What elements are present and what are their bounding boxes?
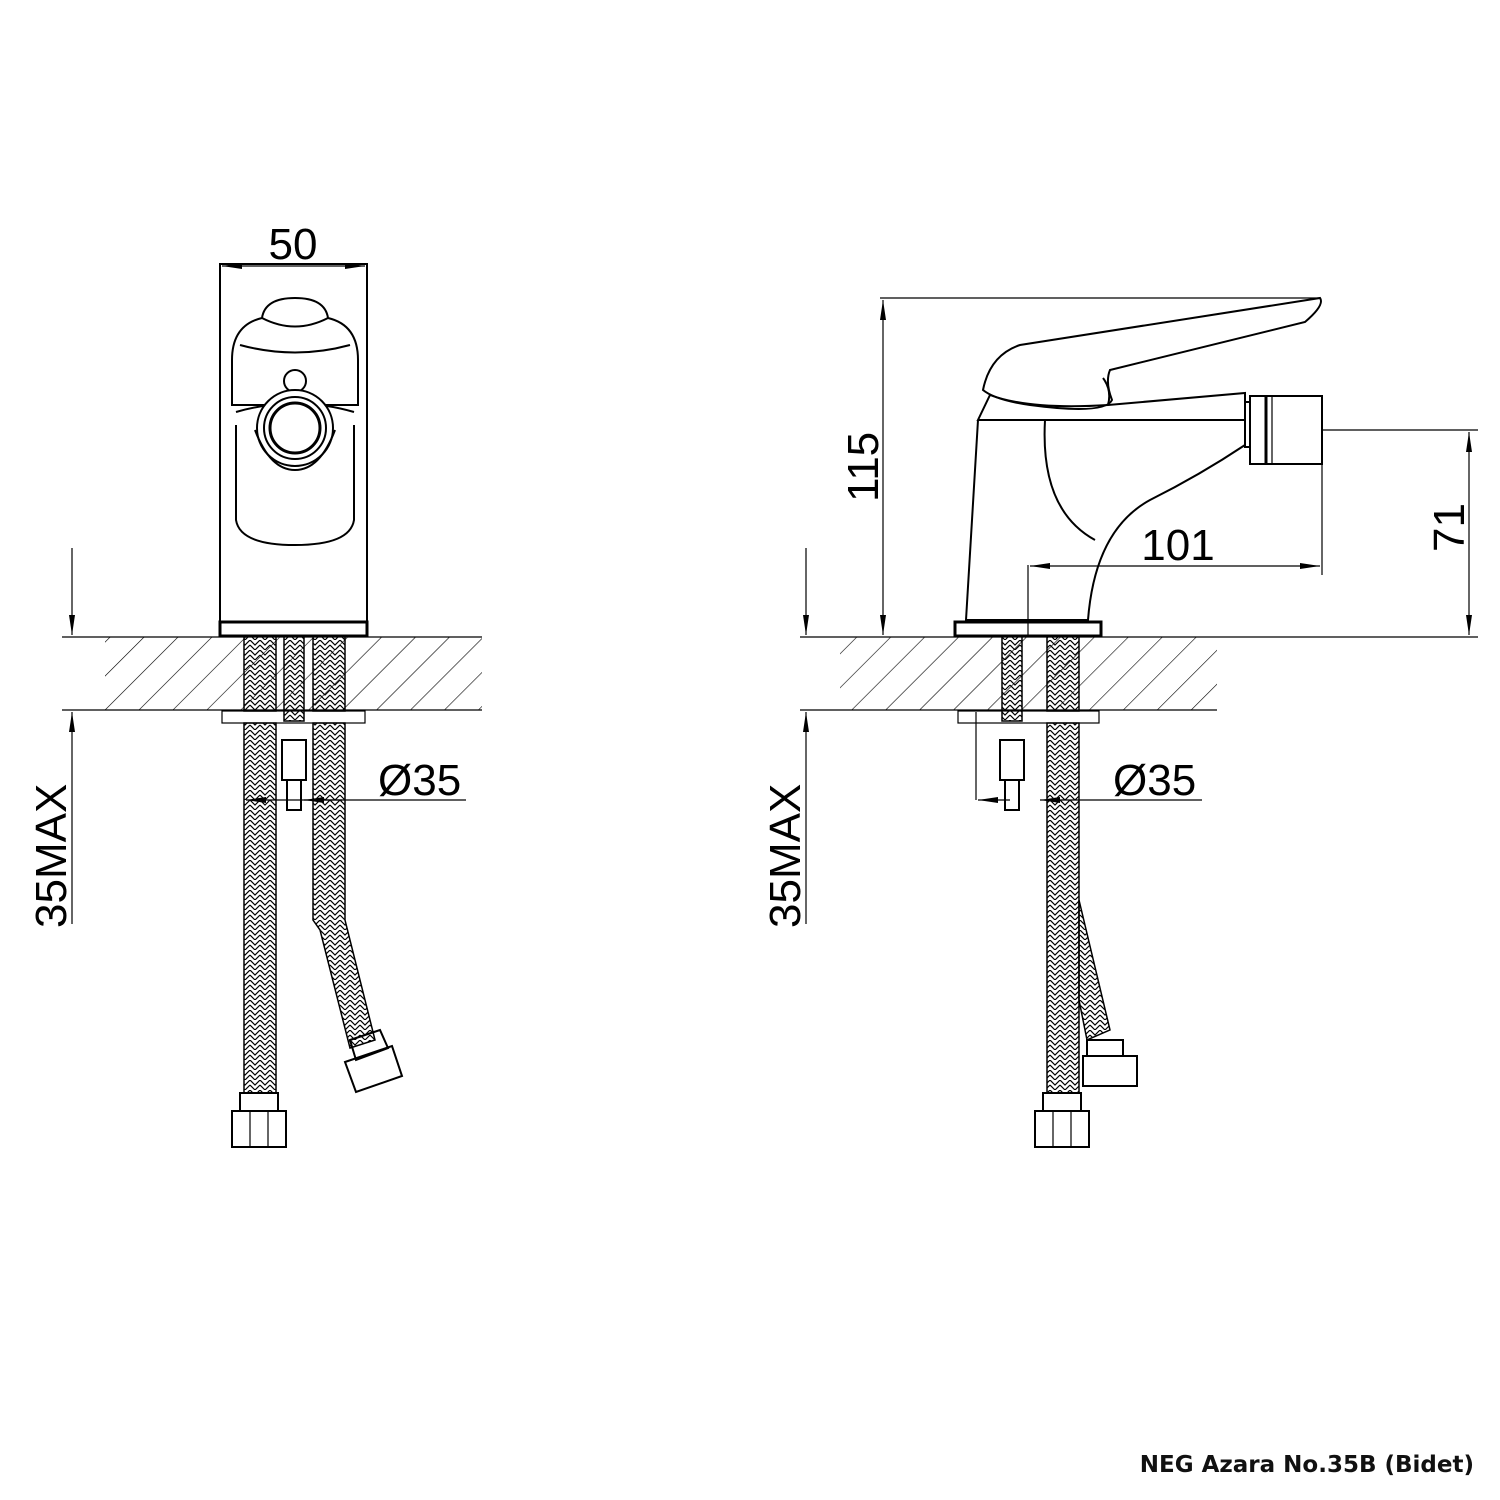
front-hole-dimension: Ø35 xyxy=(246,756,466,805)
side-height-dimension: 115 xyxy=(839,297,1320,635)
front-hole-label: Ø35 xyxy=(378,756,461,805)
side-hoses xyxy=(957,635,1138,1148)
product-caption: NEG Azara No.35B (Bidet) xyxy=(1139,1452,1474,1478)
side-hole-label: Ø35 xyxy=(1113,756,1196,805)
side-countertop xyxy=(800,636,1478,711)
side-hole-dimension: Ø35 xyxy=(975,712,1202,805)
front-thickness-dimension: 35MAX xyxy=(27,548,76,928)
front-width-label: 50 xyxy=(269,220,318,269)
side-reach-dimension: 101 xyxy=(1027,464,1323,636)
front-width-dimension: 50 xyxy=(219,220,368,620)
side-thickness-label: 35MAX xyxy=(761,784,810,928)
side-height-label: 115 xyxy=(839,432,888,502)
side-reach-label: 101 xyxy=(1141,521,1214,570)
side-view: 115 101 71 Ø35 35MAX xyxy=(761,296,1478,1148)
side-thickness-dimension: 35MAX xyxy=(761,548,810,928)
side-outlet-height-label: 71 xyxy=(1425,503,1474,552)
side-tap-body xyxy=(953,296,1323,638)
side-outlet-height-dimension: 71 xyxy=(1322,429,1478,635)
front-tap-body xyxy=(218,263,369,638)
front-thickness-label: 35MAX xyxy=(27,784,76,928)
front-hoses xyxy=(221,635,404,1148)
front-view: 50 Ø35 35MAX xyxy=(27,220,482,1148)
